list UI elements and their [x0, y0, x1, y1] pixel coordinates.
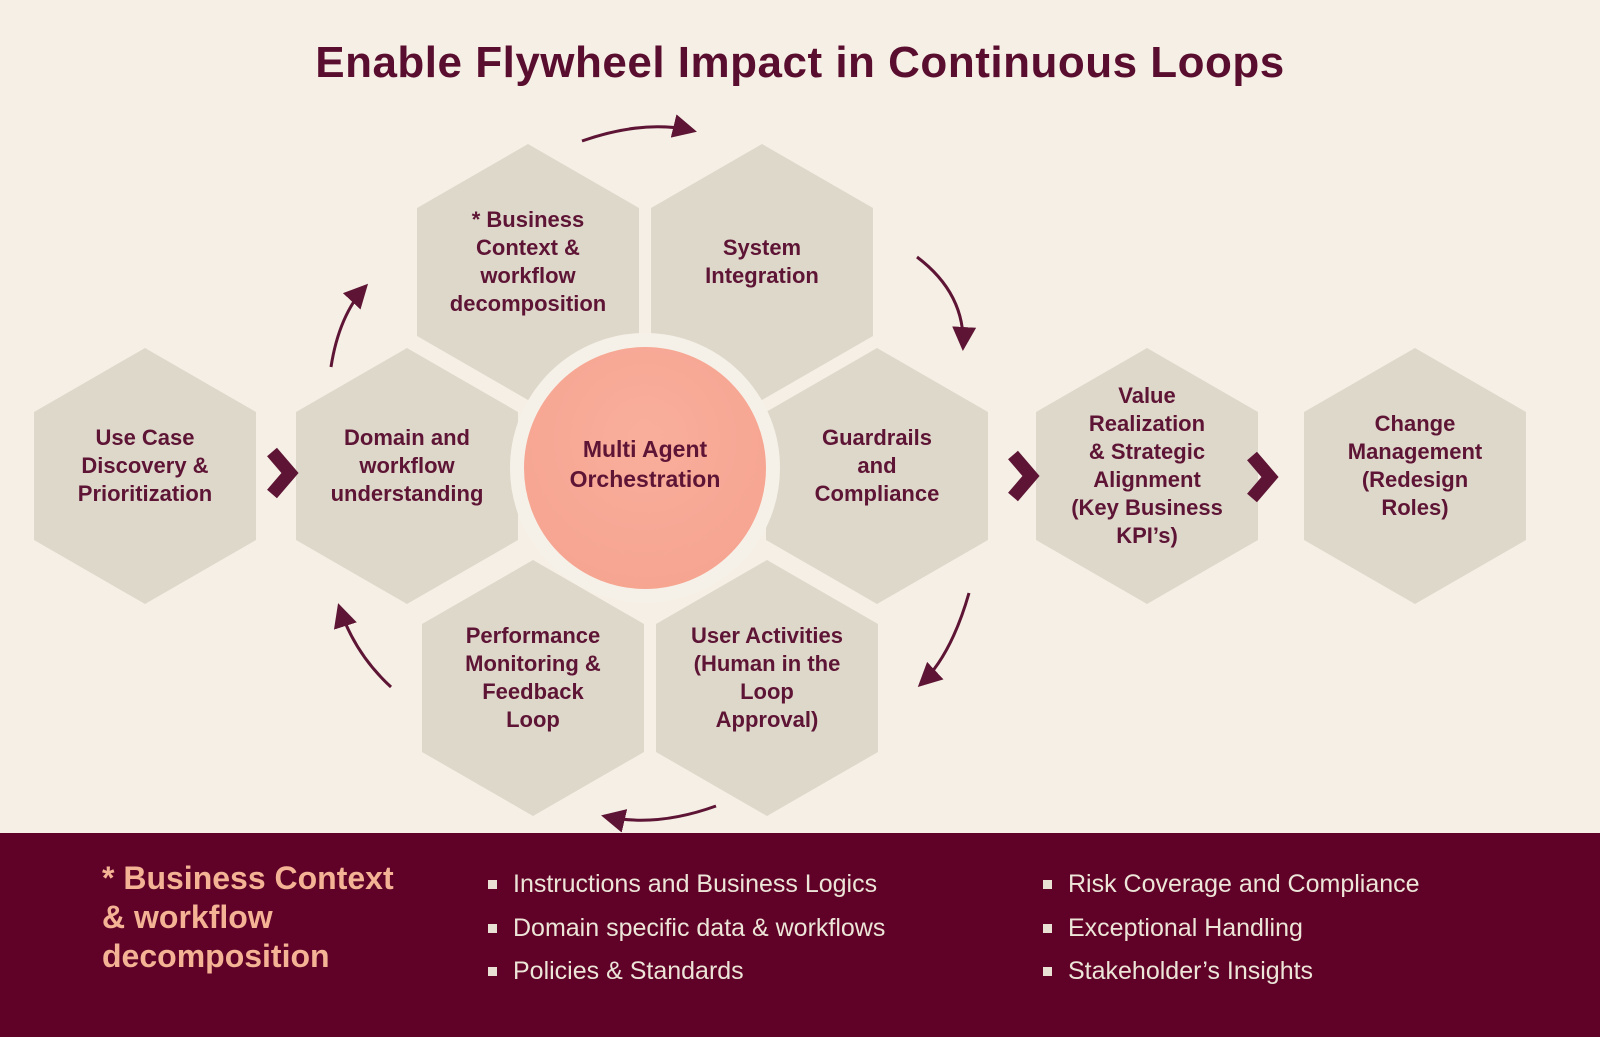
arrow-left-lower-clockwise-icon: [333, 603, 393, 689]
hexagon-label: Guardrails and Compliance: [814, 424, 940, 507]
bullet-text: Policies & Standards: [513, 957, 744, 985]
bullet-list-right: Risk Coverage and Compliance Exceptional…: [1043, 870, 1420, 986]
arrow-right-lower-clockwise-icon: [917, 592, 971, 688]
hexagon-label: Domain and workflow understanding: [330, 424, 484, 507]
hexagon-label: Change Management (Redesign Roles): [1347, 410, 1483, 521]
hexagon-label: * Business Context & workflow decomposit…: [449, 206, 607, 317]
hexagon-label: System Integration: [705, 234, 819, 288]
hexagon-label: Use Case Discovery & Prioritization: [77, 424, 213, 507]
bullet-square-icon: [488, 923, 497, 933]
list-item: Instructions and Business Logics: [488, 870, 885, 899]
list-item: Risk Coverage and Compliance: [1043, 870, 1420, 899]
bullet-text: Risk Coverage and Compliance: [1068, 870, 1420, 898]
hexagon-performance-monitoring: Performance Monitoring & Feedback Loop: [422, 560, 644, 816]
list-item: Stakeholder’s Insights: [1043, 957, 1420, 986]
hexagon-domain-workflow: Domain and workflow understanding: [296, 348, 518, 604]
chevron-right-icon: [1247, 451, 1279, 503]
hexagon-value-realization: Value Realization & Strategic Alignment …: [1036, 348, 1258, 604]
multi-agent-orchestration-circle: Multi Agent Orchestration: [510, 333, 780, 603]
bullet-text: Domain specific data & workflows: [513, 913, 886, 942]
hexagon-user-activities: User Activities (Human in the Loop Appro…: [656, 560, 878, 816]
bullet-text: Instructions and Business Logics: [513, 870, 878, 898]
list-item: Policies & Standards: [488, 957, 885, 986]
hexagon-guardrails-compliance: Guardrails and Compliance: [766, 348, 988, 604]
chevron-right-icon: [267, 447, 299, 499]
circle-label: Multi Agent Orchestration: [569, 436, 721, 492]
footer-banner: * Business Context & workflow decomposit…: [0, 833, 1600, 1037]
arrow-left-upper-clockwise-icon: [329, 283, 369, 368]
bullet-square-icon: [1043, 923, 1052, 933]
list-item: Exceptional Handling: [1043, 913, 1420, 943]
chevron-right-icon: [1008, 450, 1040, 502]
bullet-square-icon: [488, 967, 497, 977]
hexagon-label: User Activities (Human in the Loop Appro…: [690, 622, 844, 733]
list-item: Domain specific data & workflows: [488, 913, 886, 943]
bullet-text: Stakeholder’s Insights: [1068, 957, 1314, 985]
bullet-text: Exceptional Handling: [1068, 913, 1303, 942]
arrow-top-clockwise-icon: [581, 114, 697, 143]
bullet-square-icon: [1043, 880, 1052, 890]
bullet-square-icon: [1043, 967, 1052, 977]
arrow-bottom-clockwise-icon: [601, 804, 717, 833]
page-title: Enable Flywheel Impact in Continuous Loo…: [315, 38, 1285, 87]
footer-heading: * Business Context & workflow decomposit…: [102, 860, 394, 975]
hexagon-change-management: Change Management (Redesign Roles): [1304, 348, 1526, 604]
bullet-list-left: Instructions and Business Logics Domain …: [488, 870, 886, 986]
hexagon-label: Performance Monitoring & Feedback Loop: [465, 622, 601, 733]
bullet-square-icon: [488, 880, 497, 890]
hexagon-label: Value Realization & Strategic Alignment …: [1071, 382, 1223, 549]
arrow-right-upper-clockwise-icon: [916, 255, 977, 351]
hexagon-use-case-discovery: Use Case Discovery & Prioritization: [34, 348, 256, 604]
